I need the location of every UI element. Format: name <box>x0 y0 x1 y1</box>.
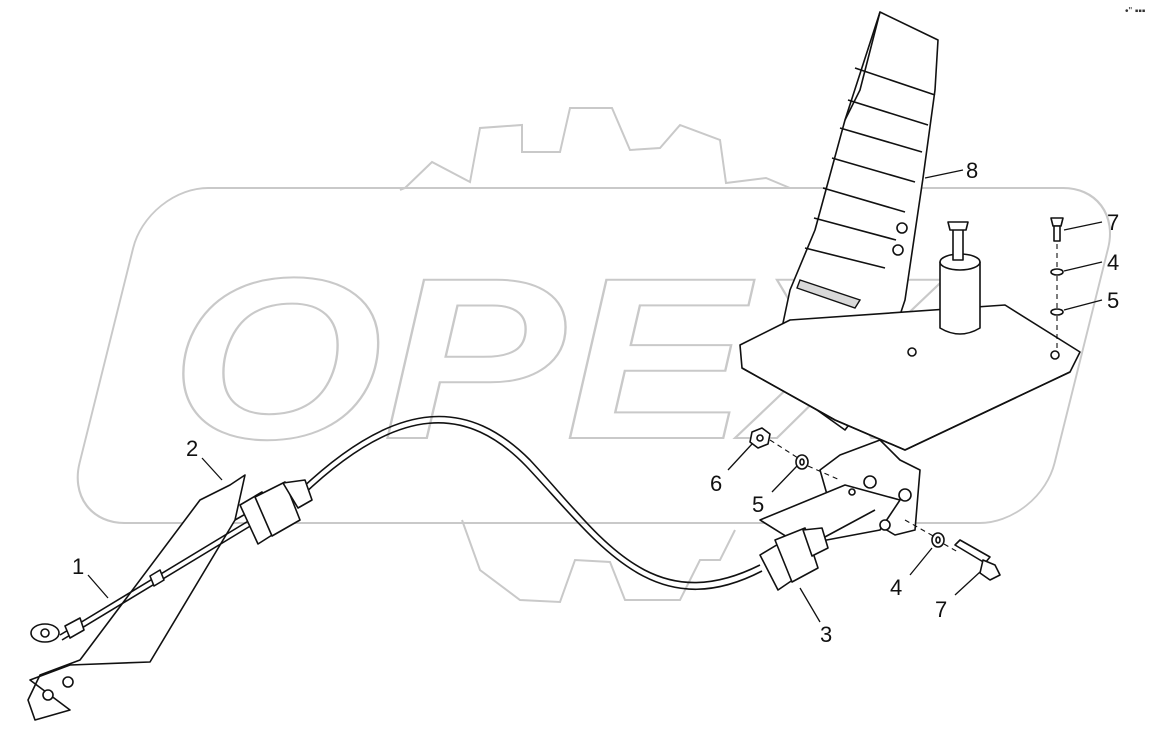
svg-text:7: 7 <box>935 597 947 622</box>
svg-text:6: 6 <box>710 471 722 496</box>
svg-text:8: 8 <box>966 158 978 183</box>
callout-5-lower: 5 <box>752 465 798 517</box>
pedal-stop-cylinder <box>939 221 981 335</box>
callout-4-upper: 4 <box>1063 250 1119 275</box>
svg-text:4: 4 <box>890 575 902 600</box>
svg-text:2: 2 <box>186 436 198 461</box>
throttle-cable <box>30 415 876 643</box>
callout-5-upper: 5 <box>1063 288 1119 313</box>
washer-5-upper <box>1050 308 1064 316</box>
pedal-base-plate <box>739 304 1081 451</box>
svg-text:3: 3 <box>820 622 832 647</box>
washer-4-upper <box>1050 268 1064 276</box>
callout-8: 8 <box>924 158 978 183</box>
svg-text:5: 5 <box>1107 288 1119 313</box>
callout-2: 2 <box>186 436 223 481</box>
callout-1: 1 <box>72 554 109 599</box>
washer-4-lower <box>931 532 945 548</box>
assembly-lines <box>769 244 1058 553</box>
callout-6: 6 <box>710 443 753 496</box>
cable-nut-assembly-left <box>239 479 313 545</box>
bolt-7-lower <box>954 539 1001 581</box>
callout-7-upper: 7 <box>1063 210 1119 235</box>
washer-5-lower <box>795 454 809 470</box>
callout-3: 3 <box>799 587 832 647</box>
watermark-plate <box>76 187 1112 524</box>
cable-mounting-bracket <box>27 474 281 721</box>
svg-text:4: 4 <box>1107 250 1119 275</box>
cable-nut-assembly-right <box>759 527 829 591</box>
pedal-bracket <box>759 439 921 546</box>
corner-mark: •" ▪▪▪ <box>1125 6 1146 17</box>
bolt-7-upper <box>1050 217 1064 242</box>
svg-text:1: 1 <box>72 554 84 579</box>
callout-7-lower: 7 <box>935 571 981 622</box>
hex-nut-6 <box>749 427 771 449</box>
svg-text:7: 7 <box>1107 210 1119 235</box>
svg-text:5: 5 <box>752 492 764 517</box>
callout-4-lower: 4 <box>890 547 933 600</box>
